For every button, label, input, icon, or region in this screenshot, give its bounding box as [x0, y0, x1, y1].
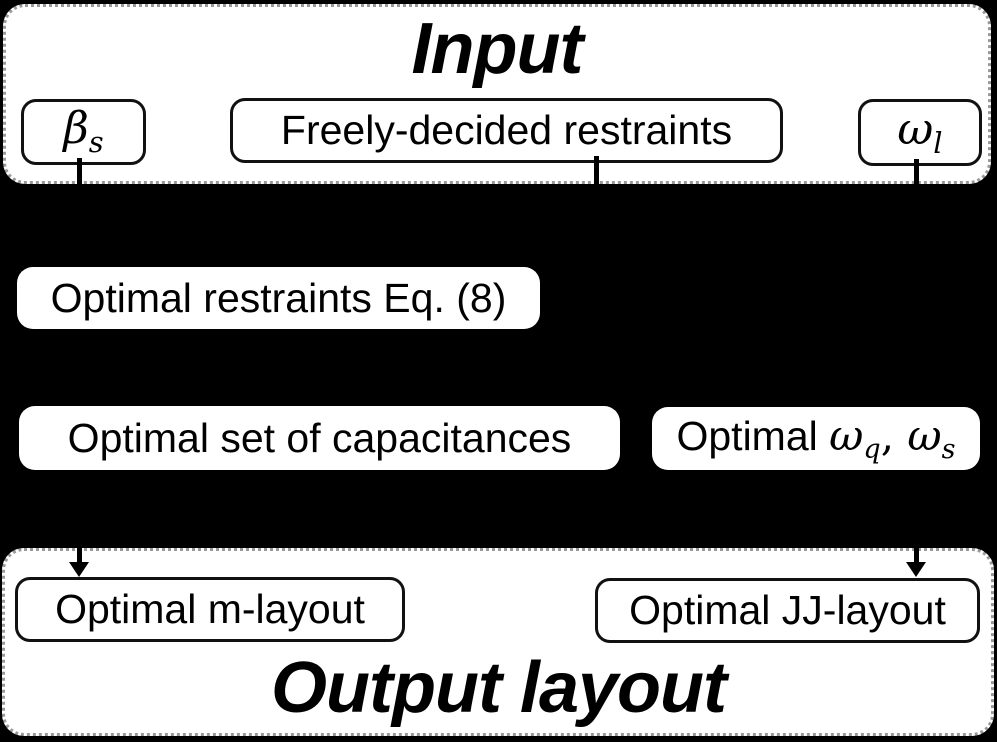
omega-l-label: ωl — [897, 107, 943, 160]
beta-s-label: βs — [63, 107, 103, 157]
arrow-shaft — [77, 548, 82, 563]
optimal-omega-qs-box: Optimal ωq, ωs — [652, 407, 980, 470]
arrow-head — [69, 562, 89, 577]
omega-q-subscript: q — [863, 433, 881, 465]
omega-subscript: l — [933, 125, 943, 160]
arrow-shaft — [914, 548, 919, 563]
omega-s-base: ω — [907, 410, 942, 460]
optimal-omega-qs-label: Optimal ωq, ωs — [676, 412, 955, 463]
output-title: Output layout — [271, 648, 727, 728]
omega-symbol: ω — [897, 103, 934, 155]
optimal-capacitances-box: Optimal set of capacitances — [19, 406, 620, 470]
optimal-capacitances-label: Optimal set of capacitances — [67, 414, 572, 461]
optimal-jj-layout-box: Optimal JJ-layout — [595, 578, 980, 643]
beta-symbol: β — [63, 103, 89, 154]
beta-subscript: s — [88, 125, 104, 159]
input-title: Input — [411, 9, 584, 89]
optimal-prefix: Optimal — [676, 412, 830, 459]
optimal-m-layout-label: Optimal m-layout — [55, 586, 365, 632]
input-panel: Input βs Freely-decided restraints ωl — [3, 4, 991, 184]
optimal-restraints-box: Optimal restraints Eq. (8) — [17, 267, 540, 329]
freely-decided-restraints-box: Freely-decided restraints — [230, 98, 783, 163]
omega-s-subscript: s — [941, 433, 956, 465]
freely-decided-restraints-label: Freely-decided restraints — [280, 107, 733, 153]
connector-line-omega — [914, 159, 919, 188]
connector-line-beta — [77, 158, 82, 184]
omega-l-box: ωl — [858, 99, 982, 166]
omega-q-symbol: ωq, ωs — [829, 410, 955, 463]
optimal-m-layout-box: Optimal m-layout — [15, 577, 405, 642]
connector-line-freely — [594, 156, 599, 184]
beta-s-box: βs — [21, 99, 146, 165]
omega-q-base: ω — [829, 410, 864, 460]
comma: , — [880, 410, 908, 460]
arrow-head — [906, 562, 926, 577]
optimal-restraints-label: Optimal restraints Eq. (8) — [50, 274, 507, 321]
optimal-jj-layout-label: Optimal JJ-layout — [629, 587, 946, 633]
